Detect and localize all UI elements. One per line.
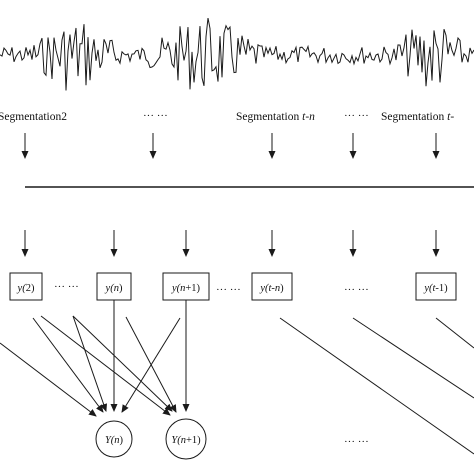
edge-left-to-yn — [0, 342, 97, 417]
node-ellipsis-1: ··· ··· — [54, 281, 79, 293]
output-Y-n-plus-1-circle — [165, 418, 207, 460]
node-ellipsis-3: ··· ··· — [344, 284, 369, 296]
edge-yn1-to-yn — [121, 317, 181, 413]
node-ellipsis-2: ··· ··· — [216, 284, 241, 296]
node-y-t-1-box — [415, 272, 457, 301]
node-y-2-box — [9, 272, 43, 301]
edge-mid-right — [352, 317, 474, 399]
segment-label-t-1-suffix: t- — [447, 111, 454, 123]
segment-label-t-n-suffix: t-n — [302, 111, 315, 123]
node-y-t-n-label: y(t-n) — [259, 283, 284, 294]
edge-a-to-yn — [72, 315, 108, 412]
node-y-t-1-label: y(t-1) — [423, 283, 448, 294]
node-y-n-plus-1-label: y(n+1) — [171, 283, 201, 294]
segment-label-t-n-text: Segmentation — [236, 111, 302, 123]
signal-waveform — [0, 18, 474, 91]
node-y-t-1: y(t-1) — [415, 272, 457, 301]
edge-ytn-right — [279, 317, 474, 455]
output-Y-n-label: Y(n) — [105, 435, 124, 446]
output-Y-n-plus-1: Y(n+1) — [165, 418, 207, 460]
node-y-n-plus-1: y(n+1) — [162, 272, 210, 301]
node-y-n-label: y(n) — [105, 283, 123, 294]
output-Y-n-plus-1-label: Y(n+1) — [171, 435, 201, 446]
output-ellipsis: ··· ··· — [344, 436, 369, 448]
segment-label-t-1: Segmentation t- — [381, 111, 454, 123]
segment-label-t-1-text: Segmentation — [381, 111, 447, 123]
output-Y-n-circle — [95, 420, 133, 458]
segment-ellipsis-1: ··· ··· — [143, 110, 168, 122]
edge-y2-to-yn — [32, 317, 104, 413]
segment-label-2: Segmentation2 — [0, 111, 67, 123]
node-y-2: y(2) — [9, 272, 43, 301]
node-y-n-box — [96, 272, 132, 301]
node-y-t-n-box — [251, 272, 293, 301]
edge-y2-to-yn1 — [40, 315, 171, 416]
edge-yt1-right — [435, 317, 474, 349]
node-y-n: y(n) — [96, 272, 132, 301]
segment-label-2-text: Segmentation2 — [0, 111, 67, 123]
edge-b-to-yn1 — [72, 315, 173, 412]
node-y-t-n: y(t-n) — [251, 272, 293, 301]
output-Y-n: Y(n) — [95, 420, 133, 458]
segment-label-t-n: Segmentation t-n — [236, 111, 315, 123]
segment-ellipsis-2: ··· ··· — [344, 110, 369, 122]
node-y-2-label: y(2) — [17, 283, 35, 294]
